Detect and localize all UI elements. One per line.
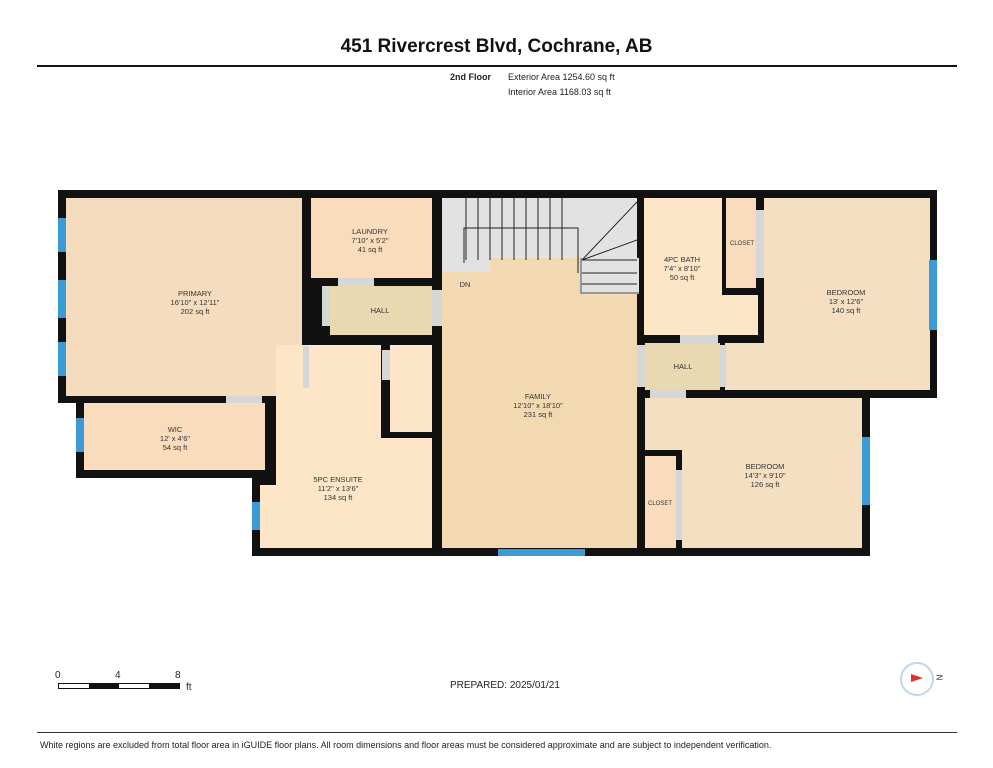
doorway [720,345,726,387]
room-dims: 12'10" x 18'10" [513,401,563,410]
room-area: 202 sq ft [180,307,210,316]
compass-icon [900,662,934,696]
room-dims: 11'2" x 13'6" [317,484,359,493]
room-area: 126 sq ft [750,480,780,489]
compass-north-label: N [934,674,944,681]
stairs-down-label: DN [459,280,471,289]
room-dims: 12' x 4'6" [159,434,191,443]
title-divider [37,65,957,67]
room-name: PRIMARY [177,289,213,298]
room-laundry [311,198,432,278]
interior-area: Interior Area 1168.03 sq ft [508,87,611,97]
room-dims: 16'10" x 12'11" [170,298,220,307]
window [862,437,870,505]
room-label-closet: CLOSET [647,501,673,507]
room-name: BEDROOM [826,288,866,297]
room-closet [645,456,676,548]
wall-block [381,345,390,438]
doorway [382,350,390,380]
scale-unit: ft [186,682,192,693]
room-name: 5PC ENSUITE [313,475,363,484]
room-name: BEDROOM [745,462,785,471]
scale-tick-label: 4 [115,670,121,681]
room-label-hall: HALL [673,362,693,371]
room-area: 41 sq ft [357,245,383,254]
scale-tick-label: 0 [55,670,61,681]
window [76,418,84,452]
room-dims: 13' x 12'6" [828,297,864,306]
room-name: LAUNDRY [352,227,388,236]
compass-needle [911,674,923,682]
room-bedroom-ext [725,343,930,390]
doorway [322,286,330,326]
room-area: 231 sq ft [523,410,553,419]
room-name: 4PC BATH [663,255,701,264]
window [58,218,66,252]
disclaimer: White regions are excluded from total fl… [40,740,772,750]
stairs-landing [580,258,639,294]
wall-block [381,432,432,438]
room-label-closet: CLOSET [729,241,755,247]
room-dims: 14'3" x 9'10" [744,471,786,480]
doorway [756,210,764,278]
prepared-date: PREPARED: 2025/01/21 [450,680,560,691]
room-family-top [490,258,580,278]
room-ensuite-alcove [260,485,280,548]
room-ensuite-closet [390,345,432,432]
doorway [338,278,374,286]
doorway [650,390,686,398]
room-closet [726,198,756,288]
doorway [436,290,442,325]
room-dims: 7'10" x 5'2" [351,236,389,245]
doorway [676,470,682,540]
doorway [637,345,645,387]
room-name: FAMILY [524,392,552,401]
room-dims: 7'4" x 8'10" [663,264,701,273]
scale-bar-graphic [58,683,180,689]
window [929,260,937,330]
room-hall [330,286,432,335]
room-primary [66,198,302,396]
exterior-area: Exterior Area 1254.60 sq ft [508,72,615,82]
window [58,342,66,376]
room-area: 54 sq ft [162,443,188,452]
window [252,502,260,530]
scale-tick-label: 8 [175,670,181,681]
window [58,280,66,318]
footer-divider [37,732,957,733]
room-area: 50 sq ft [669,273,695,282]
wall-block [645,450,682,456]
doorway [303,346,309,388]
room-hall [645,343,720,390]
room-family [442,272,637,548]
doorway [680,335,718,343]
room-wic [84,403,265,470]
stairs-treads [463,198,637,285]
room-bath-ext [644,295,758,335]
room-area: 134 sq ft [323,493,353,502]
doorway [226,396,262,403]
room-area: 140 sq ft [831,306,861,315]
room-label-hall: HALL [370,306,390,315]
room-name: WIC [167,425,183,434]
window [498,549,585,556]
page-title: 451 Rivercrest Blvd, Cochrane, AB [340,36,653,57]
floor-name: 2nd Floor [450,72,491,82]
